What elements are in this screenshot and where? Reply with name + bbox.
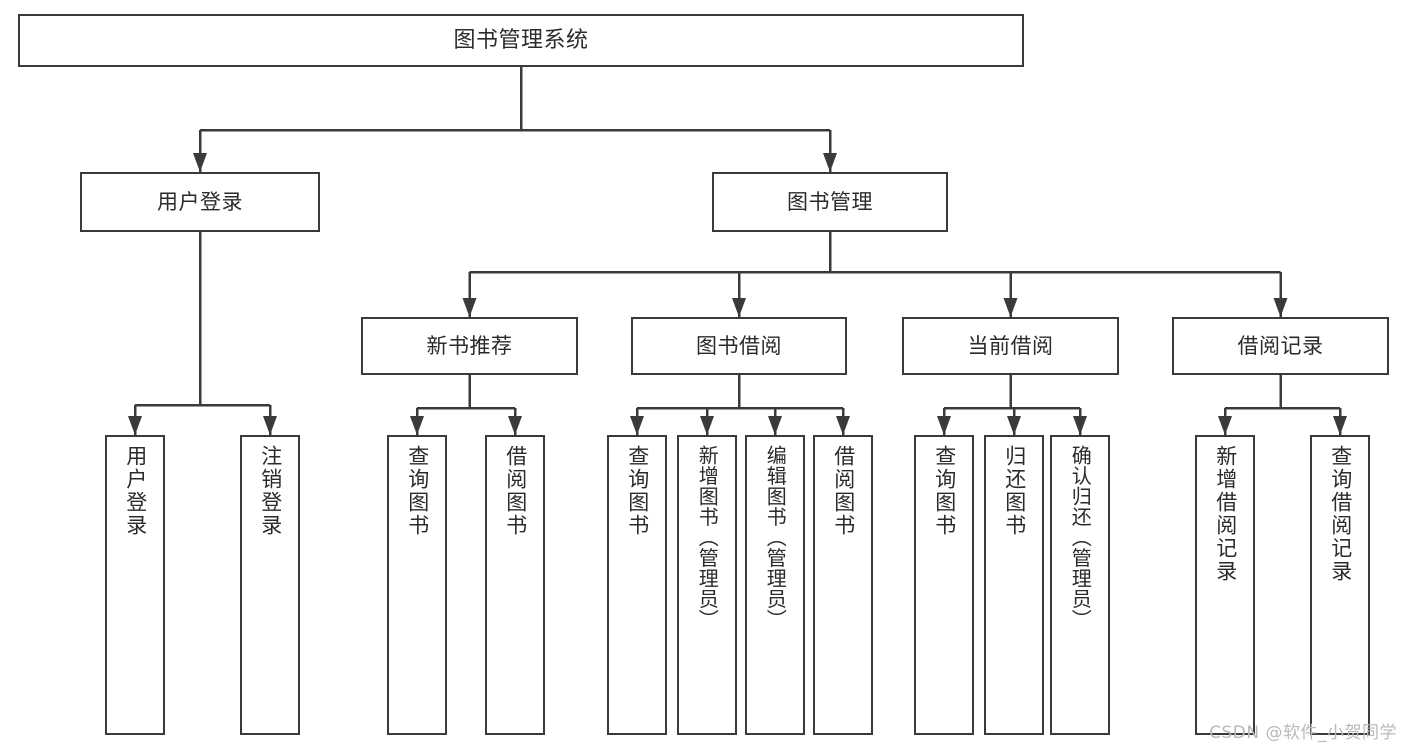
function-node-leaf-add-book[interactable]: 新增图书（管理员） xyxy=(677,435,737,735)
node-label: 借阅图书 xyxy=(831,445,856,537)
module-node-user-login[interactable]: 用户登录 xyxy=(80,172,320,232)
function-node-leaf-confirm-return[interactable]: 确认归还（管理员） xyxy=(1050,435,1110,735)
function-node-leaf-query-book-1[interactable]: 查询图书 xyxy=(387,435,447,735)
function-node-leaf-query-record[interactable]: 查询借阅记录 xyxy=(1310,435,1370,735)
node-label: 借阅记录 xyxy=(1237,333,1324,358)
function-node-leaf-user-logout[interactable]: 注销登录 xyxy=(240,435,300,735)
function-node-leaf-user-login[interactable]: 用户登录 xyxy=(105,435,165,735)
function-node-leaf-borrow-book-2[interactable]: 借阅图书 xyxy=(813,435,873,735)
node-label: 确认归还（管理员） xyxy=(1068,445,1093,630)
node-label: 新增借阅记录 xyxy=(1213,445,1238,583)
node-label: 归还图书 xyxy=(1002,445,1027,537)
submodule-node-book-borrow[interactable]: 图书借阅 xyxy=(631,317,847,375)
submodule-node-new-book-recommend[interactable]: 新书推荐 xyxy=(361,317,578,375)
node-label: 图书管理系统 xyxy=(453,27,589,53)
node-label: 新书推荐 xyxy=(426,333,513,358)
function-node-leaf-query-book-2[interactable]: 查询图书 xyxy=(607,435,667,735)
submodule-node-current-borrow[interactable]: 当前借阅 xyxy=(902,317,1119,375)
node-label: 编辑图书（管理员） xyxy=(763,445,788,630)
node-label: 图书借阅 xyxy=(696,333,782,358)
node-label: 用户登录 xyxy=(123,445,148,537)
module-node-book-manage[interactable]: 图书管理 xyxy=(712,172,948,232)
node-label: 查询图书 xyxy=(625,445,650,537)
function-node-leaf-borrow-book-1[interactable]: 借阅图书 xyxy=(485,435,545,735)
node-label: 查询图书 xyxy=(405,445,430,537)
csdn-watermark: CSDN @软件_小贺同学 xyxy=(1209,723,1397,743)
node-label: 查询图书 xyxy=(932,445,957,537)
node-label: 新增图书（管理员） xyxy=(695,445,720,630)
function-node-leaf-add-record[interactable]: 新增借阅记录 xyxy=(1195,435,1255,735)
node-label: 用户登录 xyxy=(157,189,243,214)
root-node-root[interactable]: 图书管理系统 xyxy=(18,14,1024,67)
node-label: 图书管理 xyxy=(787,189,873,214)
function-node-leaf-edit-book[interactable]: 编辑图书（管理员） xyxy=(745,435,805,735)
node-label: 注销登录 xyxy=(258,445,283,537)
submodule-node-borrow-record[interactable]: 借阅记录 xyxy=(1172,317,1389,375)
node-label: 查询借阅记录 xyxy=(1328,445,1353,583)
node-label: 当前借阅 xyxy=(967,333,1054,358)
function-node-leaf-query-book-3[interactable]: 查询图书 xyxy=(914,435,974,735)
function-node-leaf-return-book[interactable]: 归还图书 xyxy=(984,435,1044,735)
node-label: 借阅图书 xyxy=(503,445,528,537)
